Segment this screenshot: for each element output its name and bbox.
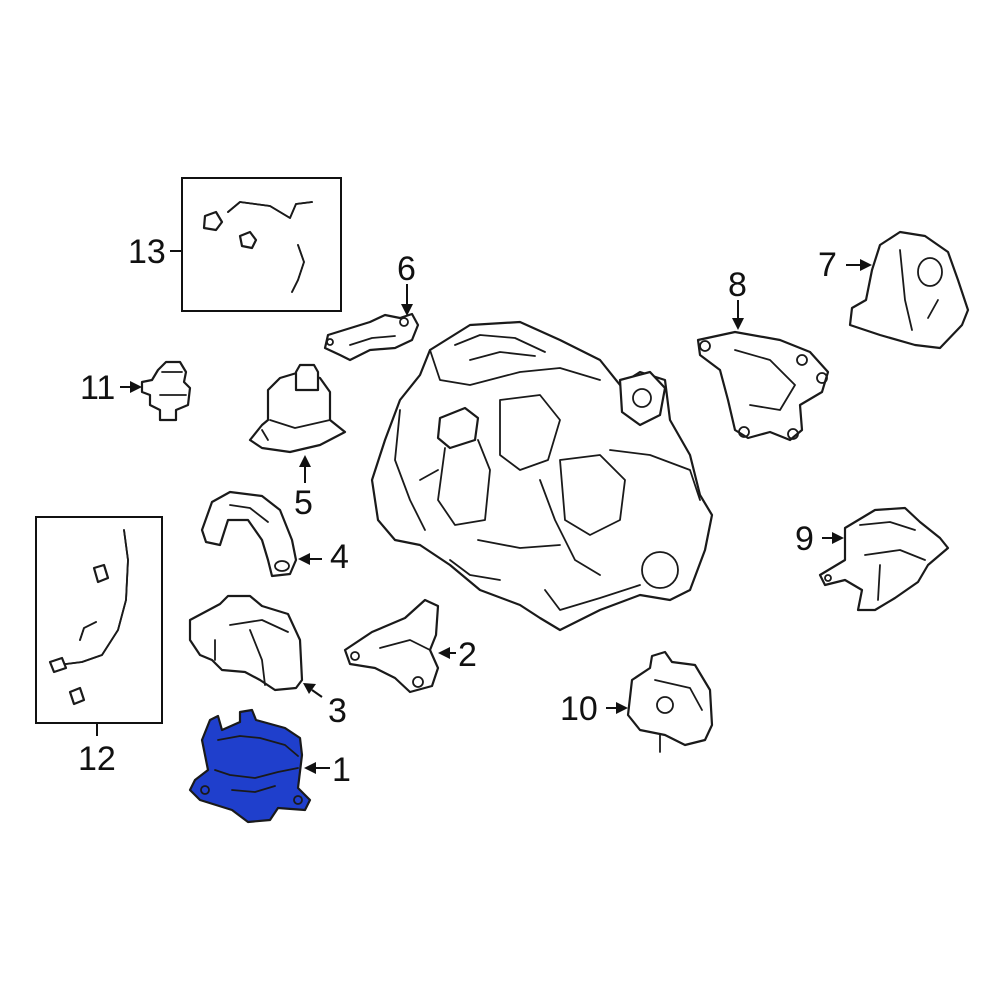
callout-13: 13 [128, 233, 166, 271]
part-12-kit[interactable] [35, 516, 163, 736]
callout-3: 3 [328, 692, 347, 730]
part-11-solenoid[interactable] [120, 360, 192, 422]
part-2-bracket[interactable] [343, 598, 456, 694]
callout-7: 7 [818, 246, 837, 284]
callout-9: 9 [795, 520, 814, 558]
callout-5: 5 [294, 484, 313, 522]
callout-11: 11 [80, 369, 115, 407]
part-10-mount[interactable] [606, 650, 714, 753]
callout-1: 1 [332, 751, 351, 789]
part-13-frame [181, 177, 342, 312]
part-3-bracket[interactable] [188, 594, 323, 698]
callout-2: 2 [458, 636, 477, 674]
part-5-mount[interactable] [248, 363, 347, 483]
part-13-kit[interactable] [170, 177, 342, 312]
callout-4: 4 [330, 538, 349, 576]
part-4-bracket[interactable] [200, 490, 322, 578]
part-1-engine-mount[interactable] [188, 708, 330, 824]
part-7-mount[interactable] [846, 230, 970, 350]
part-12-frame [35, 516, 163, 724]
part-8-bracket[interactable] [696, 300, 830, 442]
callout-6: 6 [397, 250, 416, 288]
part-9-mount[interactable] [818, 506, 950, 612]
callout-12: 12 [78, 740, 116, 778]
engine-assembly [370, 320, 714, 632]
part-6-bracket[interactable] [323, 284, 420, 362]
callout-8: 8 [728, 266, 747, 304]
callout-10: 10 [560, 690, 598, 728]
